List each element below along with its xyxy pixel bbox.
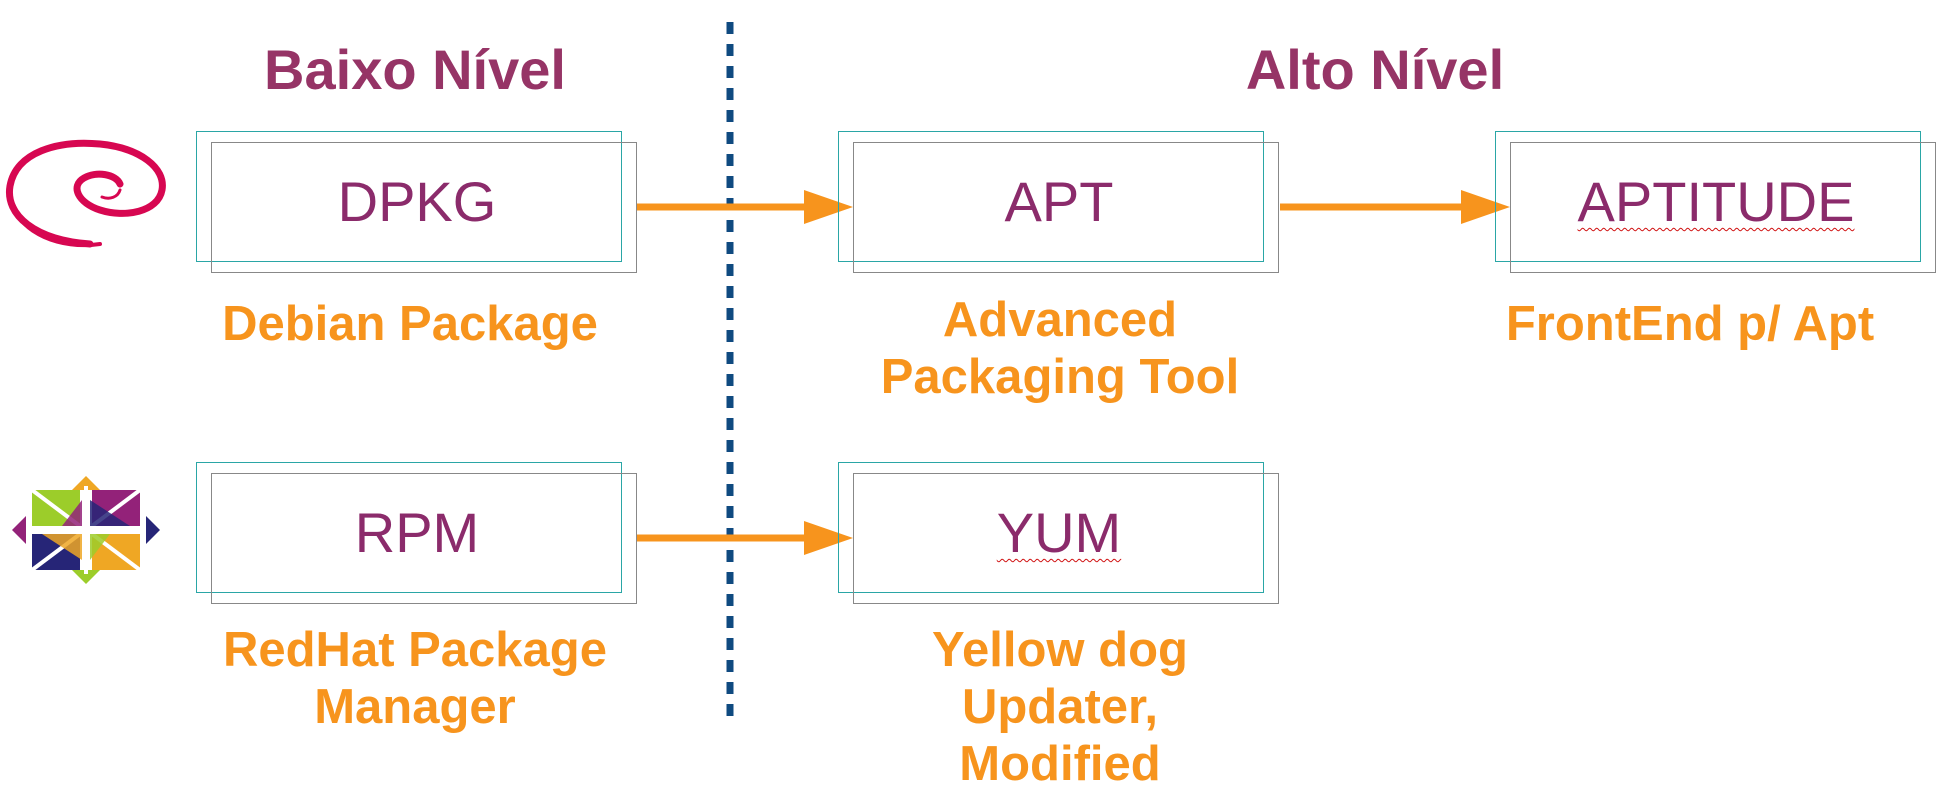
apt-label: APT	[1004, 170, 1114, 233]
aptitude-box: APTITUDE	[1495, 131, 1937, 273]
centos-logo	[12, 476, 160, 584]
dpkg-label: DPKG	[337, 170, 497, 233]
rpm-box: RPM	[196, 462, 638, 604]
dpkg-description: Debian Package	[222, 297, 598, 351]
aptitude-label: APTITUDE	[1577, 170, 1855, 233]
rpm-label: RPM	[354, 501, 480, 564]
heading-low-level: Baixo Nível	[264, 38, 566, 101]
rpm-description: RedHat Package Manager	[222, 623, 607, 734]
aptitude-description: FrontEnd p/ Apt	[1505, 297, 1875, 351]
arrow-dpkg-to-apt	[637, 190, 853, 224]
arrow-rpm-to-yum	[637, 521, 853, 555]
yum-box: YUM	[838, 462, 1280, 604]
dpkg-box: DPKG	[196, 131, 638, 273]
apt-description: Advanced Packaging Tool	[880, 293, 1240, 404]
apt-box: APT	[838, 131, 1280, 273]
arrow-apt-to-aptitude	[1280, 190, 1510, 224]
debian-swirl-logo	[5, 139, 166, 248]
yum-description: Yellow dog Updater, Modified	[932, 623, 1188, 791]
yum-label: YUM	[996, 501, 1122, 564]
heading-high-level: Alto Nível	[1245, 38, 1505, 101]
